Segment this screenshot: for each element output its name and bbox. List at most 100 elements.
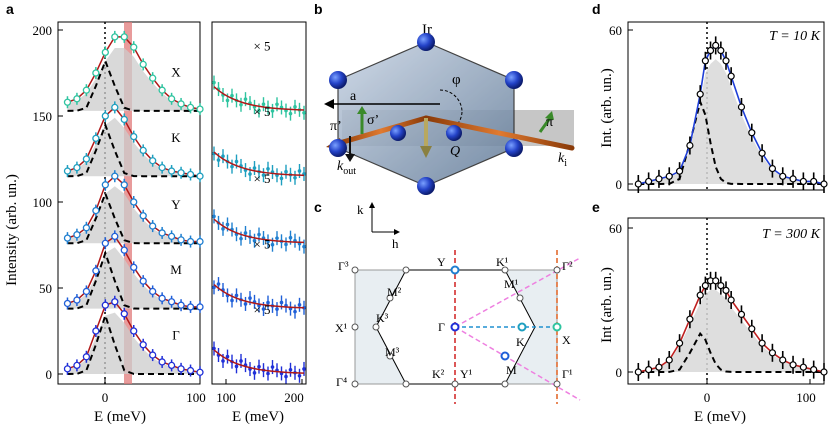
data-point-M [101,239,109,247]
data-point-M [73,296,81,304]
data-point [727,296,735,304]
data-point-K [63,167,72,175]
tail-point-X [239,102,243,107]
tail-point-K [216,158,221,162]
phi-arc [439,89,463,113]
elastic-line-K [67,122,200,178]
elastic-line [638,98,824,185]
data-point-X [139,60,147,69]
data-point-Γ [158,358,166,366]
tail-point-Y [243,231,248,235]
data-point [722,286,730,294]
data-point [665,356,673,364]
panel-a: a Intensity (arb. un.) 0 50 100 150 200 [4,1,307,425]
tail-point-Y [252,238,257,243]
ki-label: ki [558,151,567,169]
data-point-Γ [139,341,147,349]
data-point [789,361,797,369]
panel-a-left-xlabel: E (meV) [94,409,146,425]
tail-point-Y [284,242,288,247]
tail-point-K [284,169,288,174]
data-point-K [139,146,147,155]
data-point [737,103,746,111]
data-point-X [92,69,100,77]
data-point-K [196,172,204,180]
label-gamma: Γ [438,320,445,334]
label-y1: Y¹ [460,367,473,381]
tail-point-X [257,108,261,113]
label-k3: K³ [376,311,389,325]
data-point-Y [82,224,91,232]
data-point-Γ [63,365,72,373]
ir-atom [446,125,462,141]
tail-point-Y [302,244,306,249]
magnon-area-M [67,247,200,309]
bz-point-k-bottom [501,380,509,388]
data-point-K [149,157,157,165]
label-gamma3: Γ³ [338,259,349,273]
data-point-M [120,246,128,254]
data-point-M [92,267,100,275]
data-point-M [82,287,91,296]
tail-fit-Γ [213,349,305,374]
panel-a-ylabel: Intensity (arb. un.) [4,174,20,286]
bz-point-y [450,265,460,275]
tail-fit-K [213,151,305,177]
data-point-Γ [120,310,128,318]
panel-e-ylabel: Int (arb. un.) [599,267,615,343]
tail-point-Y [239,236,243,241]
bz-point-x [552,322,562,332]
data-point [779,172,787,180]
data-point-Y [149,222,157,230]
data-point-K [120,115,128,124]
panel-e-frame [627,217,825,385]
tail-point-X [302,110,306,115]
ytick-150: 150 [33,109,53,124]
xtick-right-100: 100 [216,390,236,405]
data-point [758,339,766,347]
data-point-Γ [82,353,91,361]
data-point-X [196,105,204,113]
data-point-X [111,33,119,41]
series-label-K: K [171,130,181,145]
tail-point-X [293,105,297,109]
data-point [686,315,694,323]
ytick-50: 50 [39,281,52,296]
tail-point-Γ [225,354,230,359]
data-point-Γ [196,368,204,376]
ir-atom [329,71,347,89]
peak-area [638,59,824,185]
tail-point-K [230,164,234,169]
tail-point-Γ [270,365,275,369]
data-point-M [167,298,176,306]
tail-point-X [212,80,216,85]
data-point-X [120,33,128,41]
tail-point-M [248,296,252,300]
tail-point-K [234,159,239,164]
peak-area [638,289,824,372]
data-point-Y [186,237,195,246]
sigma-prime-label: σ’ [367,113,379,128]
data-point [665,172,673,180]
xtick-right-200: 200 [284,390,304,405]
panel-d-ytick-0: 0 [616,177,623,192]
kout-label: kout [337,159,356,177]
data-point-M [149,287,157,296]
bz-point-y1 [451,380,459,388]
data-point-Γ [101,301,109,309]
panel-a-label: a [6,1,14,17]
tail-point-Γ [284,374,288,379]
data-point-M [196,303,204,311]
bz-point-gamma2 [553,266,561,274]
ytick-200: 200 [33,23,53,38]
series-label-X: X [171,64,181,79]
magnon-area-X [67,47,200,111]
data-point-Y [92,206,100,215]
data-point [645,177,653,186]
tail-fit-Y [213,218,305,244]
data-point [706,46,715,55]
iridium-label: Ir [422,22,432,38]
data-point-K [73,163,81,172]
bz-point-k [517,322,527,332]
elastic-line-Γ [67,312,200,375]
